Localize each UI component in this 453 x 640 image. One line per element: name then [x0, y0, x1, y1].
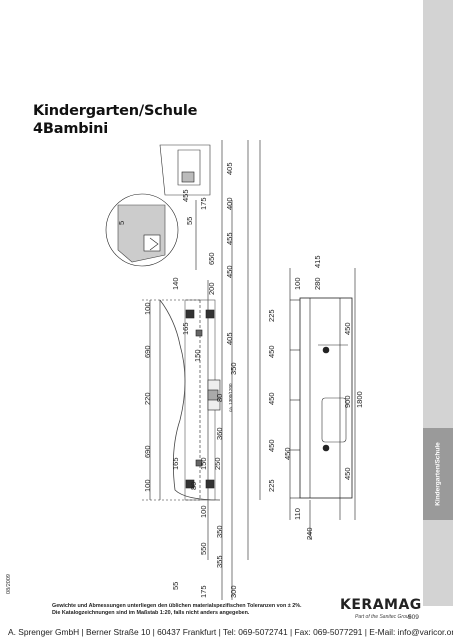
brand-tagline: Part of the Sanitec Group — [355, 614, 412, 620]
dim-plan-len-4: 450 — [267, 345, 276, 358]
dim-small-label: ca. 1300/1200 — [228, 383, 233, 412]
technical-drawing: 100 690 220 690 100 175 355 550 350 100 … — [105, 140, 364, 600]
dim-plan-bottom-1: 450 — [343, 467, 352, 480]
dim-el-11: 80 — [215, 394, 224, 402]
dim-plan-depth-3: 415 — [313, 255, 322, 268]
dim-plan-bottom-2: 900 — [343, 395, 352, 408]
dim-el-3: 550 — [199, 542, 208, 555]
dim-el-5: 100 — [199, 505, 208, 518]
tolerance-note: Gewichte und Abmessungen unterliegen den… — [52, 603, 302, 609]
brand-logo: KERAMAG — [340, 597, 422, 613]
dim-el-19: 455 — [225, 232, 234, 245]
dim-el-17: 450 — [225, 265, 234, 278]
dim-el-13: 150 — [193, 349, 202, 362]
dim-top-3: 220 — [143, 392, 152, 405]
dim-el-1: 175 — [199, 585, 208, 598]
dim-el-18: 650 — [207, 252, 216, 265]
dim-plan-depth-4: 110 — [293, 508, 302, 520]
dim-el-10: 360 — [215, 427, 224, 440]
chapter-tab — [423, 428, 453, 520]
dim-el-6: 80 — [189, 482, 198, 490]
dim-plan-depth-6: 450 — [283, 447, 292, 460]
page-title: Kindergarten/Schule — [33, 103, 198, 119]
dim-top-4: 690 — [143, 345, 152, 358]
dim-el-7: 150 — [199, 457, 208, 470]
dim-el-4: 350 — [215, 525, 224, 538]
dim-el-27: 55 — [171, 582, 180, 590]
dim-el-9: 165 — [171, 457, 180, 470]
dim-el-23: 405 — [225, 162, 234, 175]
dim-plan-bottom-4: 1800 — [355, 391, 364, 408]
dim-top-5: 100 — [143, 302, 152, 315]
dim-el-28: 300 — [229, 585, 238, 598]
dim-el-24: 455 — [181, 189, 190, 202]
dim-plan-len-2: 450 — [267, 439, 276, 452]
dim-plan-len-1: 225 — [267, 479, 276, 492]
dim-plan-depth-2: 280 — [313, 277, 322, 290]
dim-el-25: 5 — [117, 221, 126, 225]
dim-plan-len-3: 450 — [267, 392, 276, 405]
dim-plan-depth-1: 100 — [293, 277, 302, 290]
dim-plan-depth-5: 240 — [305, 527, 314, 540]
dim-el-15: 165 — [181, 322, 190, 335]
date-code: 08/2009 — [6, 574, 12, 594]
dim-top-2: 690 — [143, 445, 152, 458]
dim-top-1: 100 — [143, 479, 152, 492]
dim-el-12: 350 — [229, 362, 238, 375]
chapter-tab-label: Kindergarten/Schule — [434, 442, 442, 506]
dim-plan-len-5: 225 — [267, 309, 276, 322]
detail-circle — [105, 193, 179, 267]
dim-el-16: 200 — [207, 282, 216, 295]
dim-el-21: 175 — [199, 197, 208, 210]
scale-note: Die Katalogzeichnungen sind im Maßstab 1… — [52, 610, 250, 616]
dim-el-14: 405 — [225, 332, 234, 345]
dim-plan-bottom-3: 450 — [343, 322, 352, 335]
dim-el-26: 140 — [171, 277, 180, 290]
footer-contact: A. Sprenger GmbH | Berner Straße 10 | 60… — [8, 627, 453, 637]
page-number: 509 — [408, 614, 419, 621]
dim-el-20: 400 — [225, 197, 234, 210]
page-subtitle: 4Bambini — [33, 121, 109, 137]
dim-el-2: 355 — [215, 555, 224, 568]
dim-el-22: 55 — [185, 217, 194, 225]
dim-el-8: 250 — [213, 457, 222, 470]
